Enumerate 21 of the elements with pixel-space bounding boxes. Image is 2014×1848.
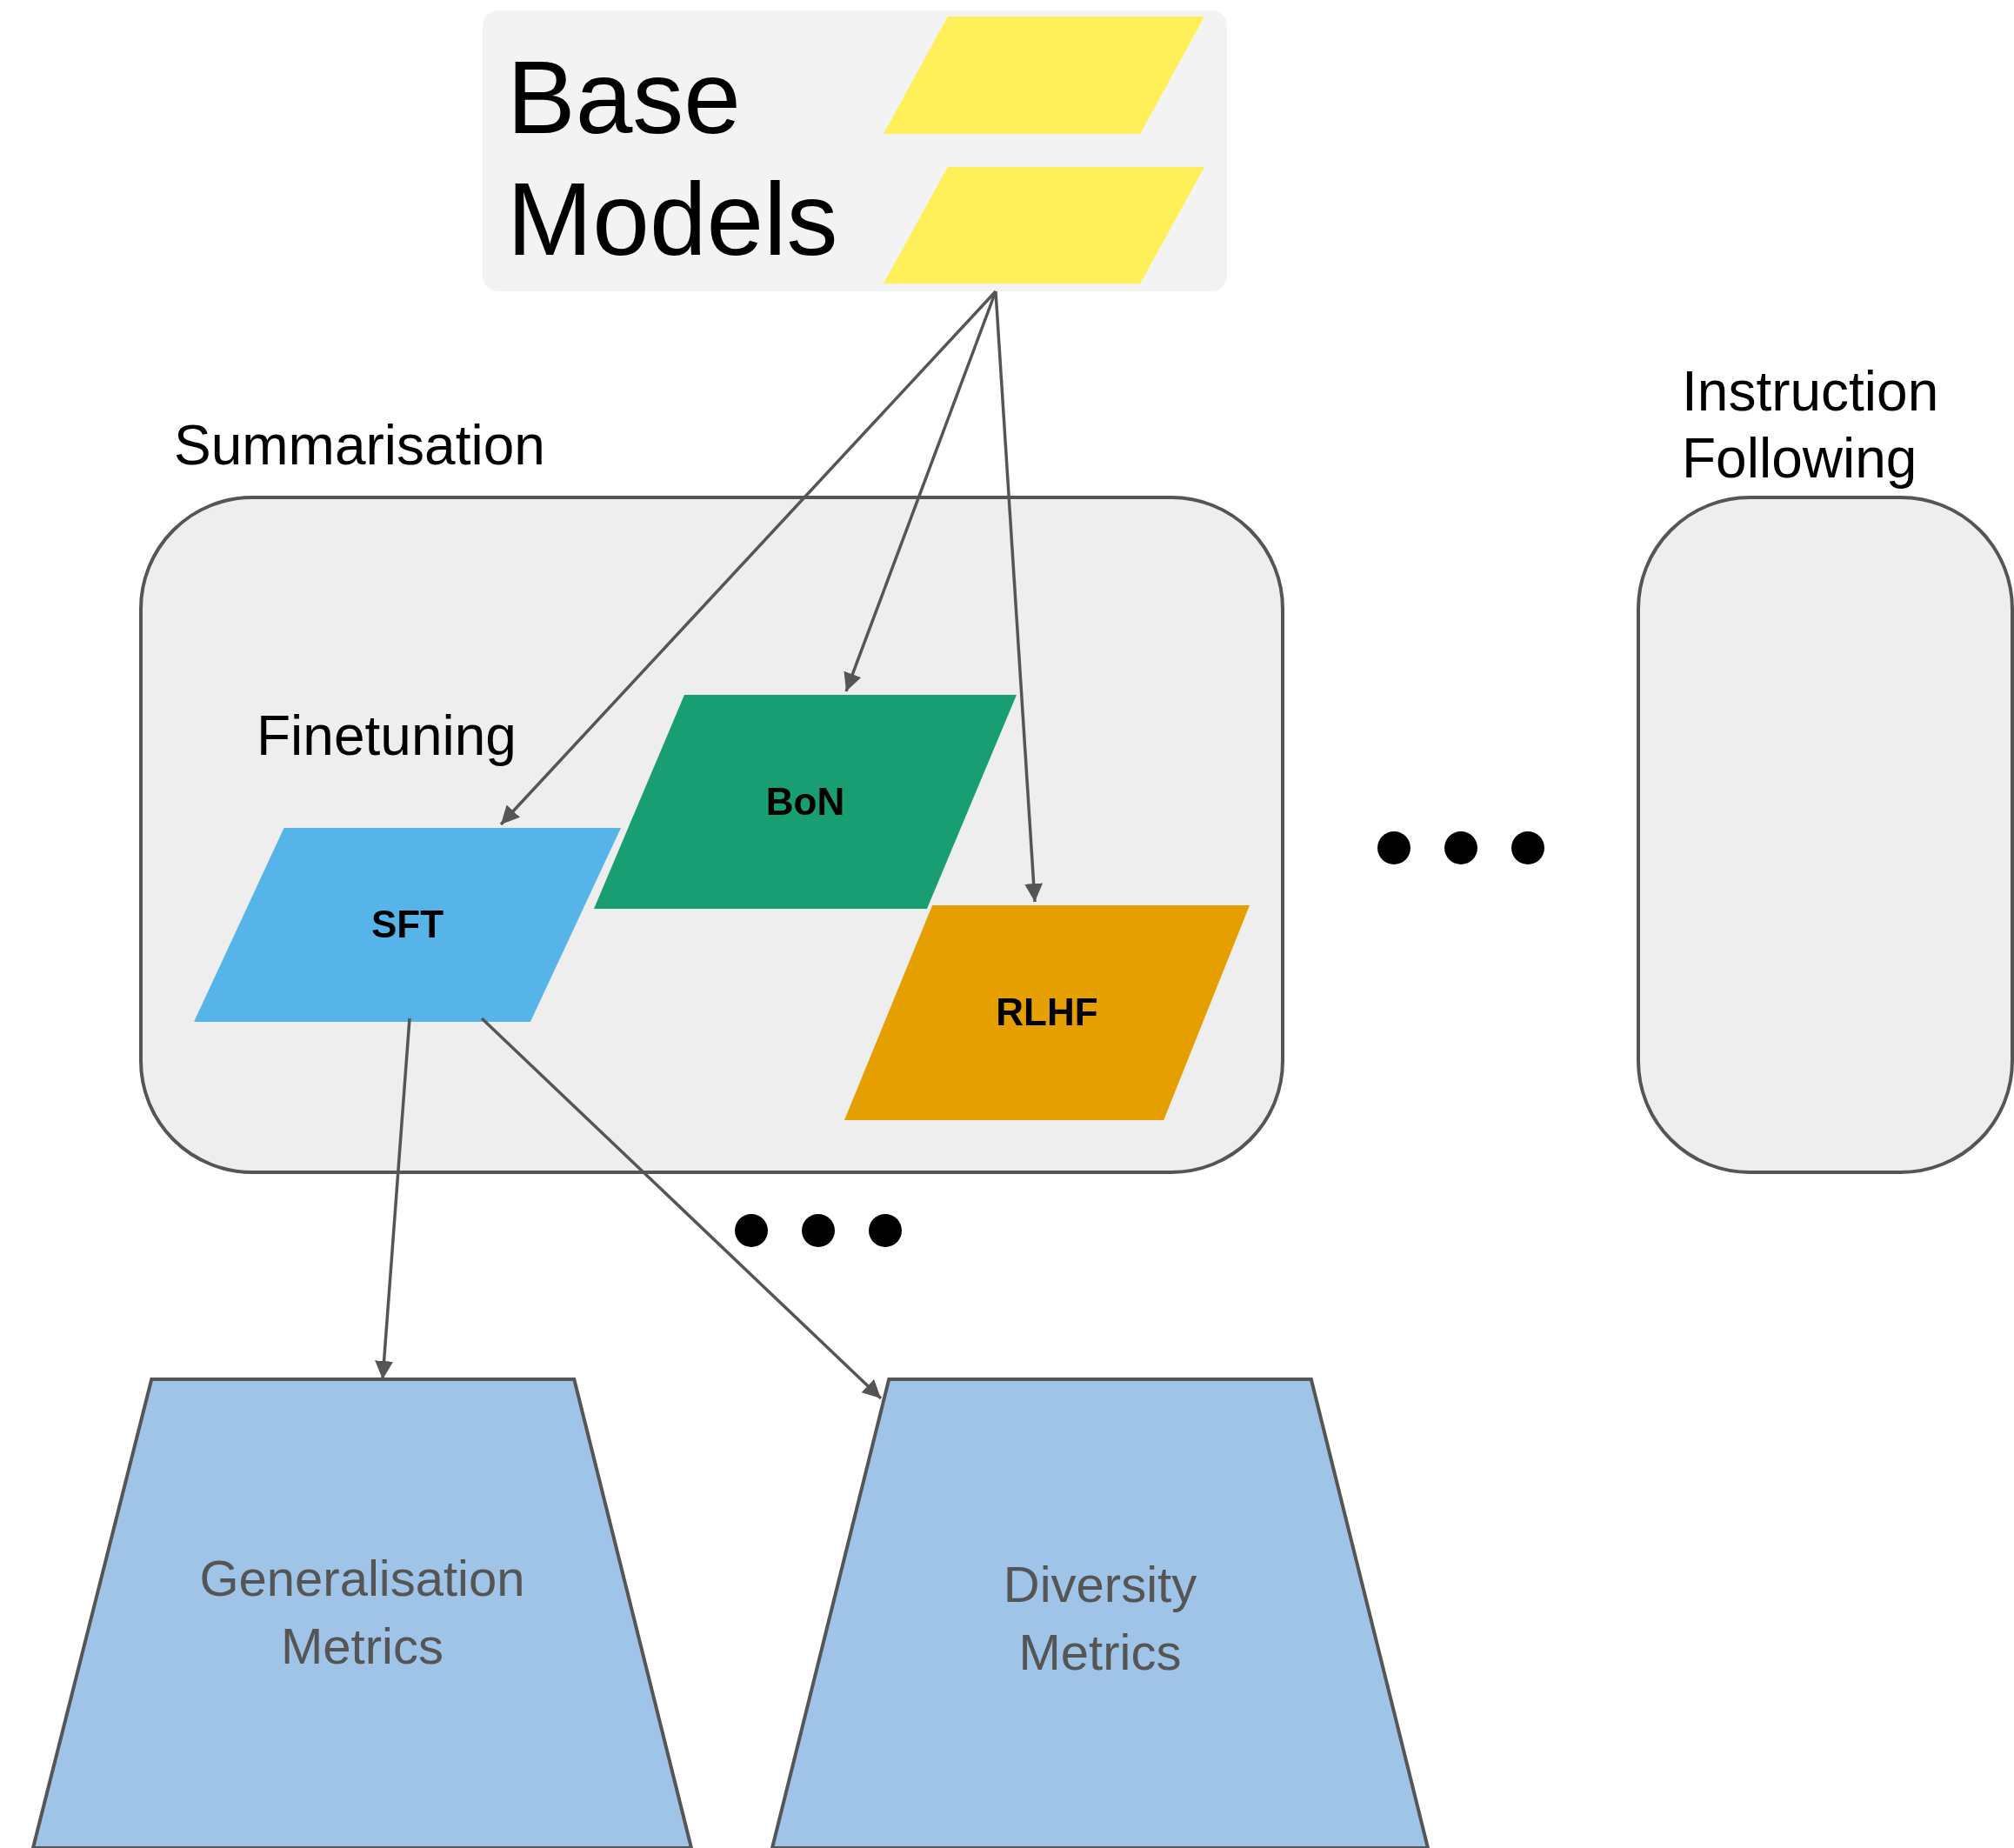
method-label: RLHF: [995, 990, 1099, 1036]
container-title: Instruction Following: [1682, 359, 1940, 491]
method-label: BoN: [764, 778, 846, 824]
metric-label: Diversity Metrics: [1002, 1555, 1198, 1682]
parallelogram-shape: [884, 167, 1204, 284]
group-label: Finetuning: [257, 704, 517, 769]
method-label: SFT: [370, 902, 445, 948]
metrics-trapezoid: [772, 1379, 1428, 1848]
container-title: Summarisation: [174, 413, 545, 478]
arrow: [480, 1017, 883, 1400]
metric-label: Generalisation Metrics: [198, 1549, 526, 1676]
arrow: [994, 290, 1044, 903]
base-models-panel: [483, 10, 1227, 291]
parallelogram-shape: [884, 17, 1204, 134]
method-box: [194, 828, 621, 1022]
metrics-trapezoid: [33, 1379, 691, 1848]
panel-title: Base Models: [507, 39, 839, 278]
method-box: [844, 905, 1250, 1120]
method-box: [594, 695, 1017, 909]
arrow: [375, 1017, 411, 1380]
arrow: [844, 290, 997, 692]
